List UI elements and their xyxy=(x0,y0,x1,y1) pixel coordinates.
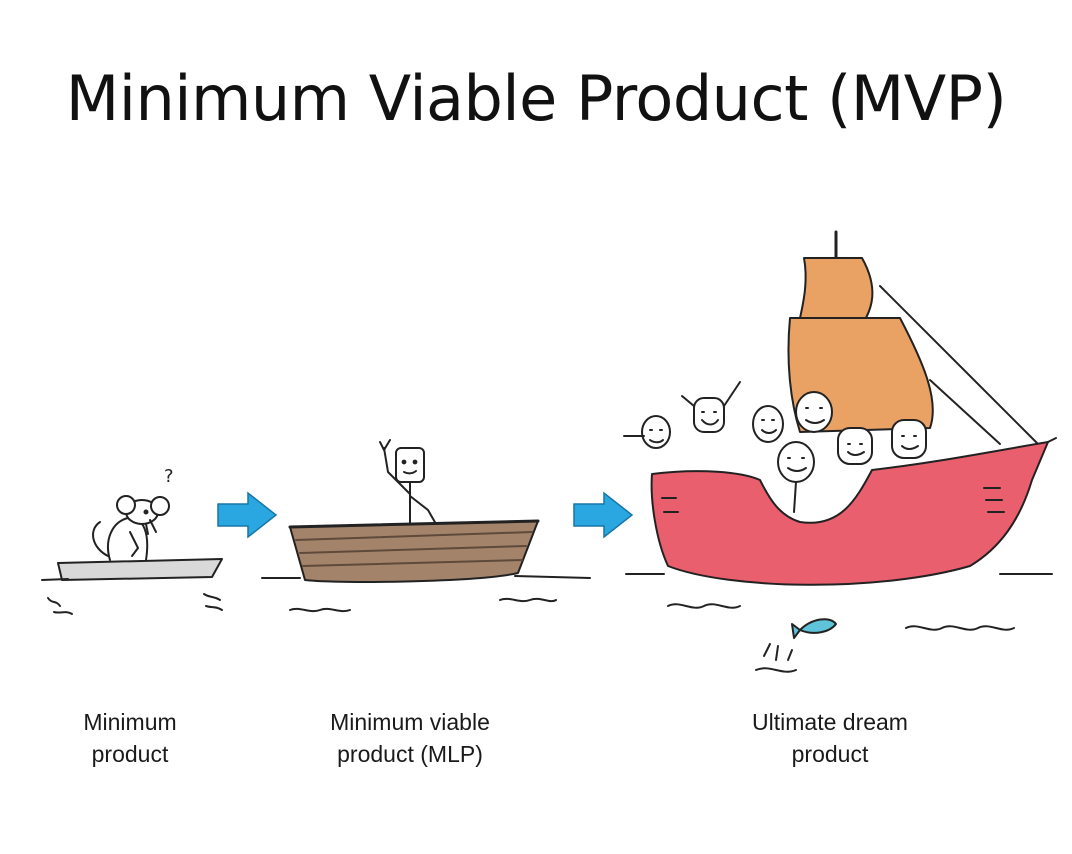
question-mark: ? xyxy=(164,466,174,487)
caption-line: product xyxy=(91,741,169,767)
page-title: Minimum Viable Product (MVP) xyxy=(65,62,1007,135)
caption-line: product xyxy=(791,741,869,767)
ship-with-crew-icon xyxy=(623,230,1057,673)
caption-line: Minimum viable xyxy=(330,709,490,735)
stage-caption-minimum-viable-product: Minimum viable product (MLP) xyxy=(300,706,520,770)
mouse-on-raft-icon: ? xyxy=(41,466,223,615)
stage-caption-minimum-product: Minimum product xyxy=(40,706,220,770)
stage-caption-ultimate-dream-product: Ultimate dream product xyxy=(720,706,940,770)
arrow-right-icon xyxy=(217,491,278,539)
fish-icon xyxy=(791,618,837,639)
arrow-right-icon xyxy=(573,491,634,539)
caption-line: product (MLP) xyxy=(337,741,483,767)
caption-line: Ultimate dream xyxy=(752,709,908,735)
person-in-boat-icon xyxy=(261,439,591,613)
caption-line: Minimum xyxy=(83,709,177,735)
